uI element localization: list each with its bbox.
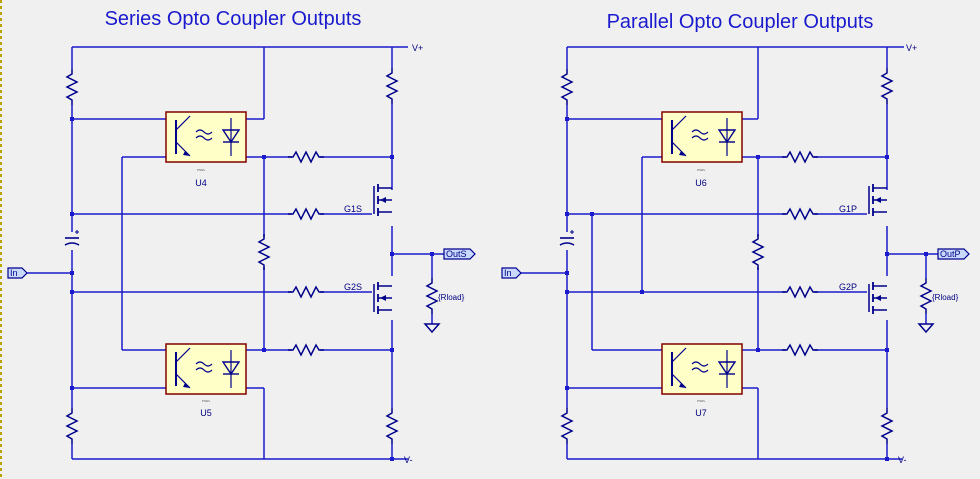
mosfet[interactable] <box>373 281 393 315</box>
resistor[interactable] <box>287 208 325 220</box>
resistor[interactable] <box>66 407 78 445</box>
resistor[interactable] <box>881 67 893 105</box>
mosfet[interactable] <box>373 183 393 217</box>
parallel-junctions <box>565 117 928 461</box>
ic-part-label: PS8/s <box>697 168 706 172</box>
vminus-label: V- <box>898 455 907 465</box>
output-port[interactable]: OutP <box>937 248 970 260</box>
circuit-title: Parallel Opto Coupler Outputs <box>607 11 874 33</box>
parallel-circuit <box>521 46 938 460</box>
resistor[interactable] <box>881 407 893 445</box>
output-port[interactable]: OutS <box>443 248 476 260</box>
circuit-title: Series Opto Coupler Outputs <box>105 8 362 30</box>
sheet-border-marker <box>0 0 2 479</box>
series-circuit <box>27 46 444 460</box>
load-resistor[interactable] <box>920 277 932 315</box>
vplus-label: V+ <box>412 43 423 53</box>
load-value-label: {Rload} <box>932 293 959 302</box>
capacitor[interactable] <box>559 229 575 246</box>
mosfet[interactable] <box>868 183 888 217</box>
gate-label: G2P <box>839 282 857 292</box>
gate-label: G1P <box>839 204 857 214</box>
resistor[interactable] <box>287 151 325 163</box>
optocoupler-u7[interactable] <box>661 343 743 395</box>
resistor[interactable] <box>258 233 270 271</box>
ground-icon <box>424 323 440 333</box>
gate-label: G2S <box>344 282 362 292</box>
ground-icon <box>918 323 934 333</box>
port-label: OutP <box>940 249 961 259</box>
mosfet[interactable] <box>868 281 888 315</box>
optocoupler-u5[interactable] <box>165 343 247 395</box>
port-label: OutS <box>446 249 467 259</box>
resistor[interactable] <box>287 344 325 356</box>
resistor[interactable] <box>781 344 819 356</box>
ic-label: U6 <box>695 178 707 188</box>
ic-label: U7 <box>695 408 707 418</box>
resistor[interactable] <box>386 407 398 445</box>
series-junctions <box>70 117 434 461</box>
port-label: In <box>504 268 512 278</box>
gate-label: G1S <box>344 204 362 214</box>
optocoupler-u6[interactable] <box>661 111 743 163</box>
resistor[interactable] <box>781 151 819 163</box>
port-label: In <box>10 268 18 278</box>
resistor[interactable] <box>561 407 573 445</box>
resistor[interactable] <box>781 208 819 220</box>
ic-label: U4 <box>195 178 207 188</box>
ic-part-label: PS8/s <box>197 168 206 172</box>
ic-label: U5 <box>200 408 212 418</box>
resistor[interactable] <box>781 286 819 298</box>
resistor[interactable] <box>66 68 78 106</box>
ic-part-label: PS8/s <box>697 399 706 403</box>
ic-part-label: PS8/s <box>202 399 211 403</box>
resistor[interactable] <box>561 68 573 106</box>
load-resistor[interactable] <box>426 277 438 315</box>
resistor[interactable] <box>752 233 764 271</box>
vminus-label: V- <box>404 455 413 465</box>
resistor[interactable] <box>386 67 398 105</box>
input-port[interactable]: In <box>501 267 522 279</box>
resistor[interactable] <box>287 286 325 298</box>
optocoupler-u4[interactable] <box>165 111 247 163</box>
input-port[interactable]: In <box>7 267 28 279</box>
load-value-label: {Rload} <box>438 293 465 302</box>
capacitor[interactable] <box>64 229 80 246</box>
vplus-label: V+ <box>906 43 917 53</box>
